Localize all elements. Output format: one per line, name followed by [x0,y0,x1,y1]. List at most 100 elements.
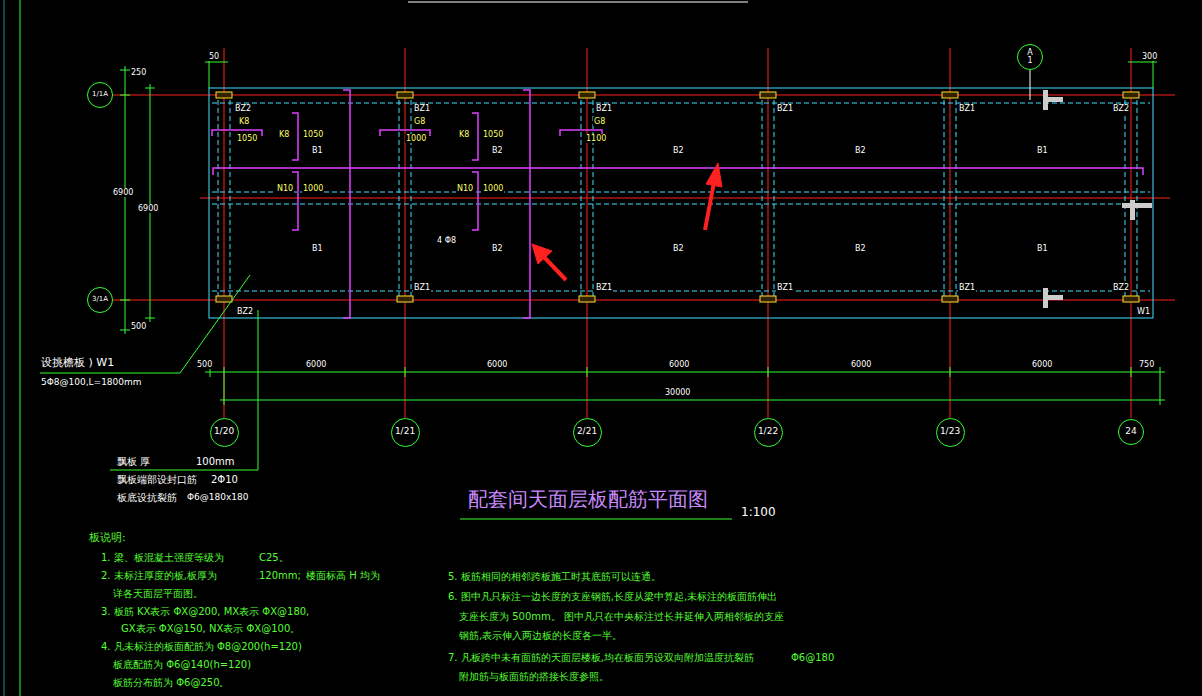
drawing-label: 4. 凡未标注的板面配筋为 Φ8@200(h=120) [100,641,303,653]
drawing-label: 250 [130,68,147,77]
drawing-label: 楼面标高 H 均为 [305,570,381,582]
drawing-label: W1 [1136,307,1151,316]
axis-label: 1/21 [395,427,415,436]
drawing-label: 6000 [1031,360,1053,369]
drawing-label: B1 [311,244,324,253]
axis-label: 3/1A [92,296,108,303]
drawing-label: N10 [456,184,474,193]
drawing-label: BZ2 [1112,283,1130,292]
drawing-label: 500 [130,322,147,331]
drawing-label: 2. 未标注厚度的板,板厚为 [100,570,218,582]
drawing-label: GX表示 ΦX@150, NX表示 ΦX@100。 [120,623,301,635]
drawing-label: B2 [854,146,867,155]
axis-label: 24 [1125,427,1136,436]
drawing-label: 附加筋与板面筋的搭接长度参照。 [458,671,610,683]
axis-label: 1 [1027,57,1032,65]
grid-bubble: 1/20 [210,418,239,447]
drawing-label: 500 [196,360,213,369]
drawing-label: 5. 板筋相同的相邻跨板施工时其底筋可以连通。 [447,571,662,583]
drawing-label: 钢筋,表示伸入两边板的长度各一半。 [458,630,623,642]
drawing-label: 50 [208,52,220,61]
drawing-label: 1000 [302,184,324,193]
drawing-label: 1050 [302,130,324,139]
drawing-label: BZ1 [595,283,613,292]
drawing-label: 1050 [482,130,504,139]
drawing-label: 4 Φ8 [436,236,457,245]
grid-bubble: 1/21 [391,418,420,447]
drawing-label: 设挑檐板 ) W1 [40,357,115,370]
drawing-label: 1000 [405,134,427,143]
drawing-label: B2 [491,146,504,155]
drawing-label: 详各天面层平面图。 [112,588,204,600]
drawing-label: 6000 [668,360,690,369]
drawing-label: K8 [278,130,290,139]
drawing-label: 30000 [664,388,691,397]
drawing-label: B1 [311,146,324,155]
drawing-label: B1 [1036,244,1049,253]
drawing-label: B2 [672,244,685,253]
grid-bubble: 24 [1118,419,1144,445]
drawing-label: BZ1 [595,104,613,113]
drawing-label: B2 [854,244,867,253]
drawing-label: 板说明: [88,532,127,545]
drawing-label: 7. 凡板跨中未有面筋的天面层楼板,均在板面另设双向附加温度抗裂筋 [447,652,755,664]
drawing-label: B2 [672,146,685,155]
axis-label: 2/21 [577,427,597,436]
drawing-label: 100mm [195,456,236,468]
drawing-label: 1100 [585,134,607,143]
drawing-label: 6900 [112,188,134,197]
axis-label: 1/1A [92,91,108,98]
drawing-label: 6000 [305,360,327,369]
drawing-label: G8 [413,117,426,126]
drawing-label: Φ6@180x180 [186,492,250,502]
drawing-label: BZ2 [234,104,252,113]
drawing-label: BZ1 [776,104,794,113]
drawing-label: BZ2 [1112,104,1130,113]
drawing-label: 1:100 [740,506,777,520]
axis-label: 1/23 [940,427,960,436]
drawing-label: 6900 [137,204,159,213]
grid-bubble: 1/1A [87,82,113,108]
drawing-label: 板底配筋为 Φ6@140(h=120) [112,659,252,671]
drawing-label: BZ1 [958,283,976,292]
drawing-title: 配套间天面层板配筋平面图 [467,488,709,511]
drawing-label: 5Φ8@100,L=1800mm [40,377,143,387]
drawing-label: 6. 图中凡只标注一边长度的支座钢筋,长度从梁中算起,未标注的板面筋伸出 [447,591,778,603]
grid-bubble: 3/1A [87,287,113,313]
drawing-label: N10 [276,184,294,193]
drawing-label: 6000 [850,360,872,369]
drawing-label: Φ6@180 [790,652,835,664]
axis-label: A [1027,49,1032,57]
axis-label: 1/20 [214,427,234,436]
drawing-label: BZ1 [776,283,794,292]
drawing-label: G8 [593,117,606,126]
drawing-label: 板底设抗裂筋 [116,492,178,504]
drawing-label: 1. 梁、板混凝土强度等级为 [100,552,225,564]
drawing-label: B2 [491,244,504,253]
drawing-label: 750 [1138,360,1155,369]
grid-bubble: 1/23 [936,418,965,447]
drawing-label: 1050 [236,134,258,143]
drawing-label: BZ1 [413,104,431,113]
drawing-label: 6000 [486,360,508,369]
drawing-label: 2Φ10 [210,474,239,486]
drawing-label: 飘板 厚 [116,456,151,468]
grid-bubble: 1/22 [754,418,783,447]
drawing-label: 120mm; [258,570,302,582]
drawing-label: BZ1 [413,283,431,292]
drawing-label: B1 [1036,146,1049,155]
drawing-label: C25。 [258,552,290,564]
drawing-label: 1000 [482,184,504,193]
drawing-label: 飘板端部设封口筋 [116,474,198,486]
drawing-label: 板筋分布筋为 Φ6@250。 [112,677,231,689]
drawing-label: BZ2 [236,307,254,316]
drawing-label: K8 [458,130,470,139]
grid-bubble: A1 [1017,44,1043,70]
drawing-label: K8 [238,117,250,126]
drawing-label: 3. 板筋 KX表示 ΦX@200, MX表示 ΦX@180, [100,606,310,618]
drawing-label: 支座长度为 500mm。 图中凡只在中央标注过长并延伸入两相邻板的支座 [458,611,785,623]
drawing-label: 300 [1141,52,1158,61]
axis-label: 1/22 [758,427,778,436]
grid-bubble: 2/21 [573,418,602,447]
